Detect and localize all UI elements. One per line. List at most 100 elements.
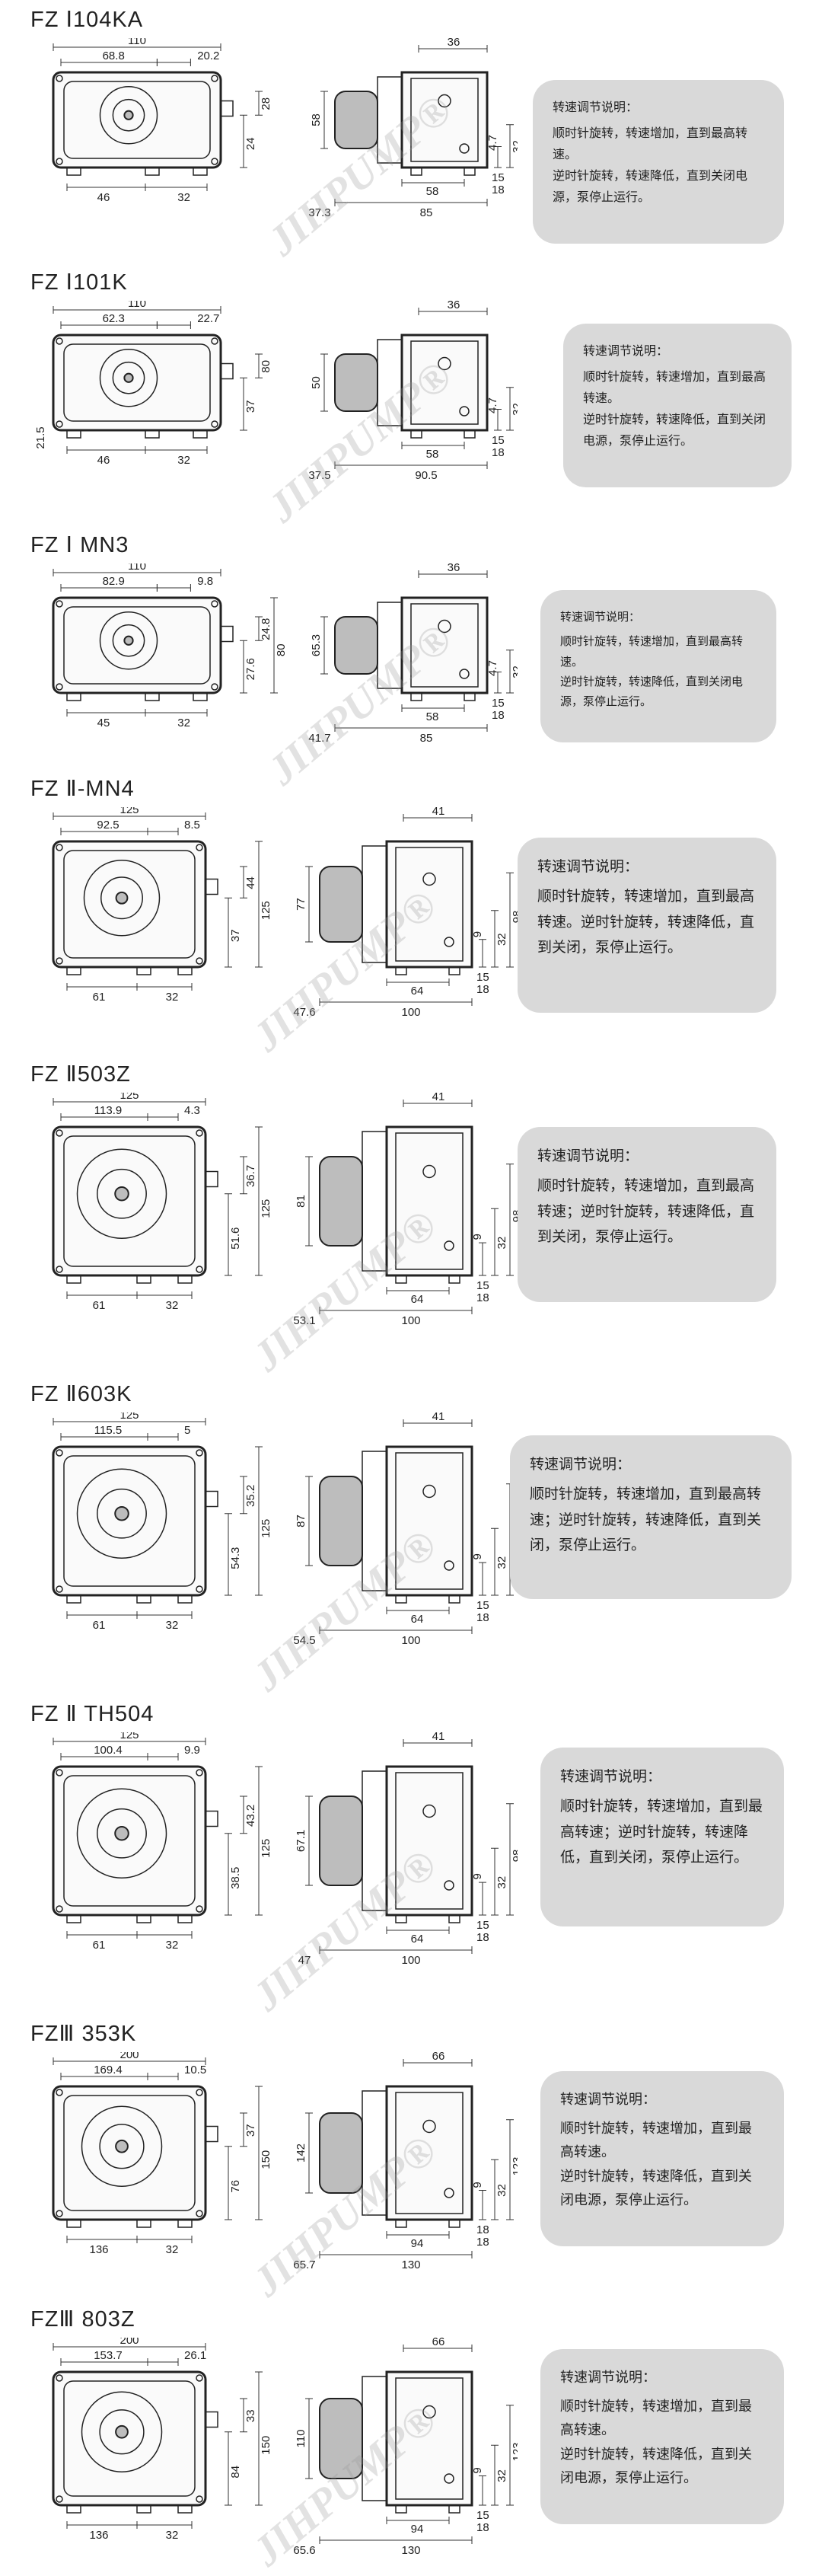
dim-side-r3: 123 (511, 2156, 518, 2175)
dim-inner: 92.5 (97, 819, 119, 832)
dim-height-total: 125 (260, 1839, 272, 1858)
pump-housing (52, 1125, 207, 1277)
technical-drawing: 125115.5554.335.212561324187932986415181… (52, 1412, 518, 1647)
speed-knob (205, 1490, 218, 1508)
dim-height-total: 125 (260, 1199, 272, 1218)
dim-bottom-1: 61 (93, 1299, 106, 1312)
motor-housing (385, 840, 473, 969)
pump-head (76, 1148, 167, 1239)
model-title: FZⅢ 803Z (30, 2307, 135, 2332)
dim-side-left: 110 (295, 2430, 307, 2448)
dim-side-total: 100 (401, 1314, 420, 1327)
dim-side-r1: 4.7 (486, 660, 499, 676)
dim-side-left: 67.1 (295, 1830, 307, 1852)
dim-side-b3: 18 (492, 446, 505, 459)
speed-knob (205, 1170, 218, 1188)
pump-housing (52, 334, 222, 432)
dim-height-1: 54.3 (229, 1547, 242, 1569)
dim-inner: 100.4 (94, 1744, 123, 1757)
dim-height-total: 150 (260, 2150, 272, 2169)
dim-inner: 169.4 (94, 2064, 123, 2076)
dim-side-b3: 18 (476, 2236, 489, 2249)
note-line: 逆时针旋转，转速降低，直到关闭电源，泵停止运行。 (560, 674, 744, 708)
pump-head-profile (319, 1156, 363, 1247)
dim-side-b2: 18 (476, 2223, 489, 2236)
dim-side-b1: 64 (411, 1933, 424, 1946)
dim-bottom-1: 61 (93, 1939, 106, 1952)
dim-side-r1: 9 (471, 1873, 484, 1879)
dim-height-2: 43.2 (244, 1805, 257, 1827)
dim-height-total: 80 (275, 643, 288, 656)
dim-width: 200 (119, 2338, 139, 2347)
dim-width: 200 (119, 2052, 139, 2061)
dim-width: 110 (128, 38, 146, 47)
technical-drawing: 11068.820.22428463236584.732525815188537… (52, 38, 518, 219)
dim-side-r3: 98 (511, 1850, 518, 1863)
dim-side-total: 100 (401, 1954, 420, 1967)
dim-width: 125 (119, 807, 139, 816)
pump-head (99, 86, 158, 145)
note-heading: 转速调节说明： (583, 343, 669, 358)
dim-side-b2: 15 (492, 171, 505, 184)
dim-inner: 113.9 (94, 1104, 122, 1117)
speed-knob (220, 100, 234, 117)
dim-bottom-2: 32 (166, 991, 179, 1004)
dim-side-top: 66 (432, 2338, 445, 2348)
dim-side-total: 85 (420, 206, 433, 219)
speed-adjustment-note: 转速调节说明：顺时针旋转，转速增加，直到最高转速。逆时针旋转，转速降低，直到关闭… (518, 838, 776, 1013)
dim-side-b3: 18 (476, 1291, 489, 1304)
speed-knob (205, 2125, 218, 2143)
dim-side-b2: 15 (476, 1919, 489, 1932)
dim-offset: 9.8 (197, 575, 213, 588)
speed-knob (205, 1810, 218, 1827)
dim-side-left: 58 (310, 113, 323, 126)
dim-height-2: 80 (260, 360, 272, 373)
pump-head (81, 2391, 163, 2472)
dim-side-r1: 9 (471, 2467, 484, 2473)
speed-adjustment-note: 转速调节说明：顺时针旋转，转速增加，直到最高转速。逆时针旋转，转速降低，直到关闭… (533, 80, 784, 244)
dim-side-offset: 41.7 (308, 732, 330, 745)
dim-side-r2: 32 (511, 403, 518, 416)
motor-housing (385, 2085, 473, 2221)
pump-housing (52, 596, 222, 694)
dim-side-b2: 15 (476, 971, 489, 984)
note-line: 顺时针旋转，转速增加，直到最高转速。 (560, 634, 744, 669)
note-line: 顺时针旋转，转速增加，直到最高转速；逆时针旋转，转速降低，直到关闭，泵停止运行。 (530, 1486, 762, 1553)
dim-offset: 26.1 (184, 2349, 206, 2362)
dim-height-2: 33 (244, 2409, 257, 2422)
dim-side-r2: 32 (495, 933, 508, 946)
dim-height-total: 125 (260, 901, 272, 920)
pump-head-profile (334, 91, 378, 149)
dim-side-r1: 4.7 (486, 397, 499, 413)
pump-head (81, 2105, 163, 2187)
dim-side-b1: 94 (411, 2237, 424, 2250)
dim-side-offset: 37.3 (308, 206, 330, 219)
dim-height-1: 37 (229, 929, 242, 942)
note-heading: 转速调节说明： (553, 100, 639, 114)
dim-side-total: 130 (401, 2258, 420, 2271)
dim-left: 21.5 (34, 426, 47, 448)
note-line: 顺时针旋转，转速增加，直到最高转速。 (560, 2120, 752, 2161)
dim-side-b2: 15 (476, 1279, 489, 1292)
dim-height-1: 24 (244, 137, 257, 150)
dim-inner: 82.9 (103, 575, 125, 588)
dim-offset: 4.3 (184, 1104, 200, 1117)
pump-head (76, 1468, 167, 1559)
dim-side-b1: 58 (426, 710, 439, 723)
dim-height-2: 24.8 (260, 618, 272, 640)
dim-offset: 10.5 (184, 2064, 206, 2076)
note-line: 顺时针旋转，转速增加，直到最高转速。 (583, 369, 766, 405)
